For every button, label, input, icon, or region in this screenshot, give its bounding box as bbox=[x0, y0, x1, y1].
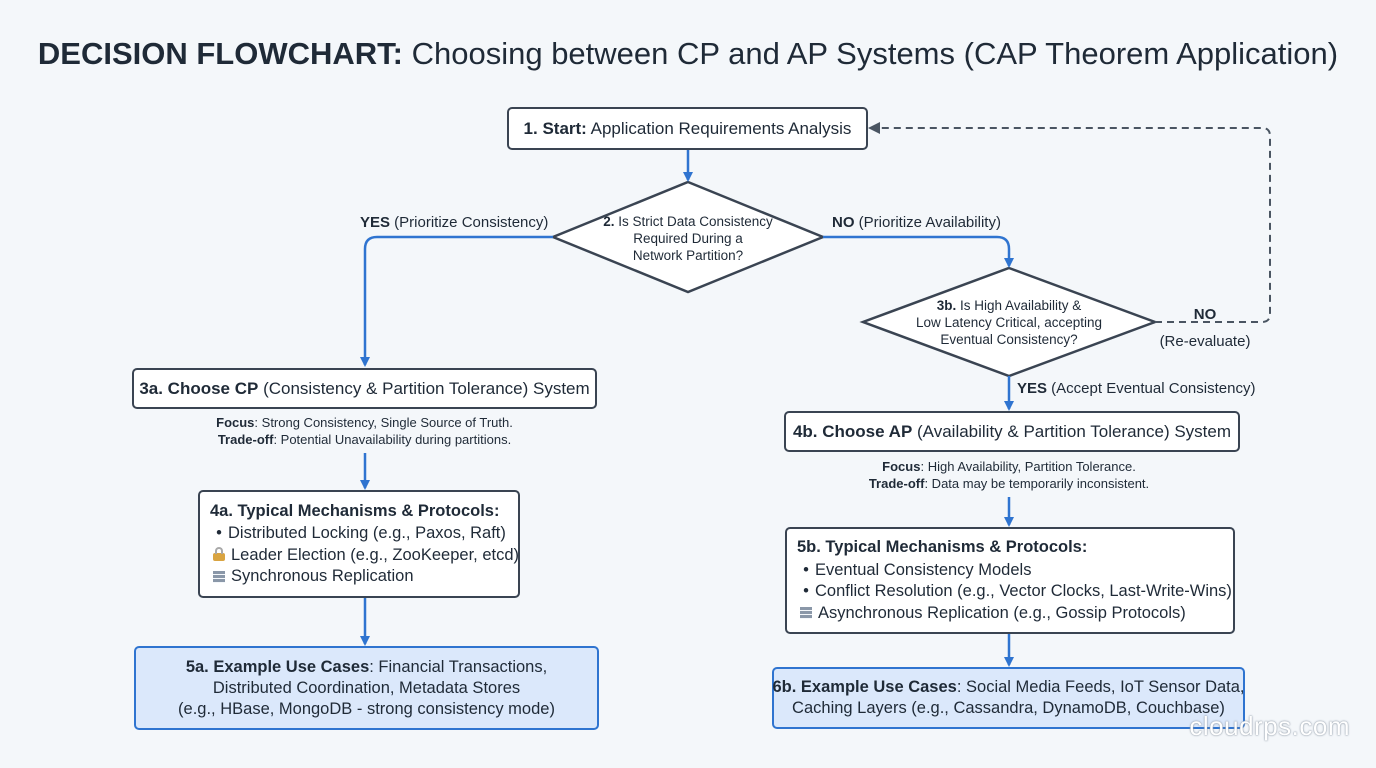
decision-3b-text: 3b. Is High Availability & Low Latency C… bbox=[915, 298, 1103, 347]
cp-focus-tradeoff-note: Focus: Strong Consistency, Single Source… bbox=[216, 415, 513, 447]
arrow-yes-to-cp bbox=[360, 235, 553, 367]
page-title: DECISION FLOWCHART: Choosing between CP … bbox=[37, 36, 1339, 71]
yes-prioritize-consistency-label: YES (Prioritize Consistency) bbox=[360, 214, 549, 231]
list-item: Leader Election (e.g., ZooKeeper, etcd) bbox=[210, 545, 519, 567]
choose-ap-node: 4b. Choose AP (Availability & Partition … bbox=[784, 411, 1240, 452]
ap-focus-tradeoff-note: Focus: High Availability, Partition Tole… bbox=[868, 459, 1150, 491]
arrow-no-to-decision-3b bbox=[823, 235, 1014, 268]
bullet-icon: • bbox=[803, 560, 809, 579]
choose-cp-node: 3a. Choose CP (Consistency & Partition T… bbox=[132, 368, 597, 409]
bullet-icon: • bbox=[803, 582, 809, 600]
start-node: 1. Start: Application Requirements Analy… bbox=[507, 107, 868, 150]
yes-accept-eventual-label: YES (Accept Eventual Consistency) bbox=[1017, 380, 1256, 397]
server-icon bbox=[213, 570, 225, 583]
no-reevaluate-label: NO (Re-evaluate) bbox=[1159, 306, 1251, 350]
list-item: •Distributed Locking (e.g., Paxos, Raft) bbox=[210, 523, 506, 545]
watermark: cloudrps.com bbox=[1189, 711, 1350, 741]
ap-use-cases-node: 6b. Example Use Cases: Social Media Feed… bbox=[772, 667, 1245, 729]
decision-2-text: 2. Is Strict Data Consistency Required D… bbox=[603, 214, 773, 263]
list-item: •Conflict Resolution (e.g., Vector Clock… bbox=[797, 581, 1232, 603]
cp-use-cases-node: 5a. Example Use Cases: Financial Transac… bbox=[134, 646, 599, 730]
list-item: Asynchronous Replication (e.g., Gossip P… bbox=[797, 603, 1186, 625]
bullet-icon: • bbox=[216, 524, 222, 542]
no-prioritize-availability-label: NO (Prioritize Availability) bbox=[832, 214, 1001, 231]
decision-2-diamond bbox=[549, 180, 827, 294]
lock-icon bbox=[213, 547, 225, 562]
server-icon bbox=[800, 607, 812, 620]
list-item: •Eventual Consistency Models bbox=[797, 560, 1031, 582]
arrow-reevaluate-loop bbox=[868, 122, 1271, 323]
cp-mechanisms-node: 4a. Typical Mechanisms & Protocols: •Dis… bbox=[198, 490, 520, 598]
ap-mechanisms-node: 5b. Typical Mechanisms & Protocols: •Eve… bbox=[785, 527, 1235, 634]
list-item: Synchronous Replication bbox=[210, 566, 414, 588]
